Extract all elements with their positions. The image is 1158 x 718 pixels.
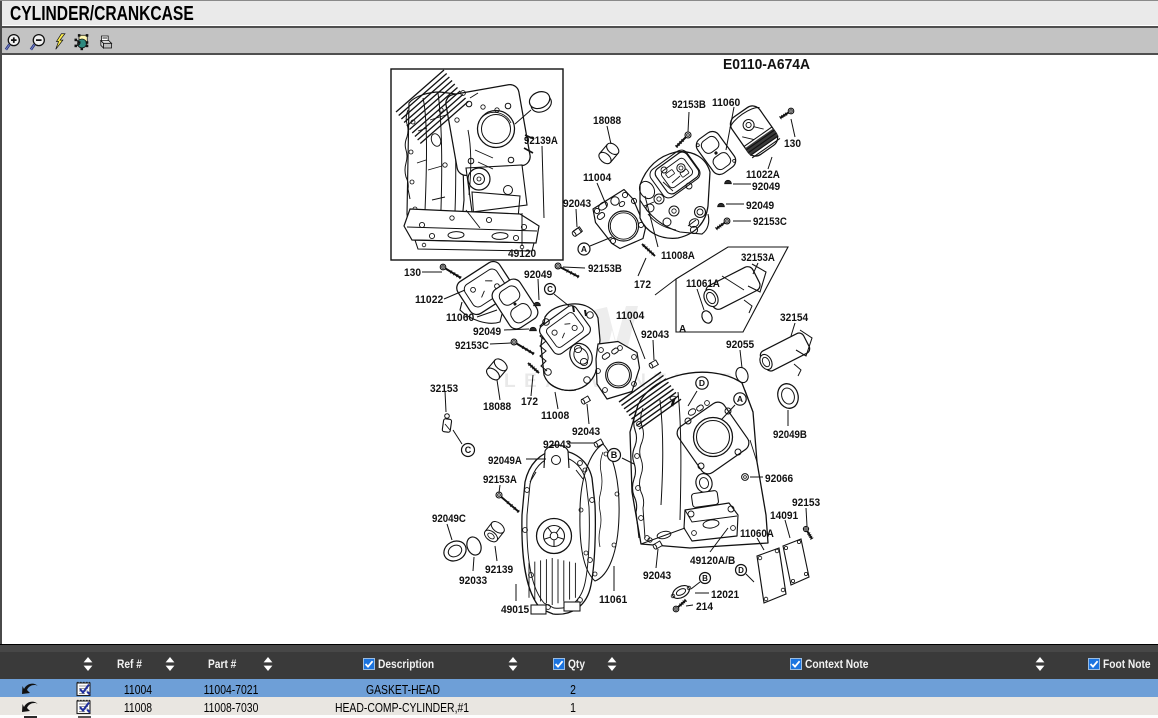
svg-text:A: A — [737, 394, 743, 404]
svg-text:18088: 18088 — [593, 115, 621, 127]
svg-text:D: D — [699, 378, 705, 388]
svg-text:B: B — [702, 574, 708, 583]
svg-text:C: C — [547, 285, 553, 294]
svg-text:D: D — [738, 566, 744, 575]
svg-text:A: A — [679, 324, 686, 335]
svg-text:11022: 11022 — [415, 294, 443, 306]
svg-text:92153B: 92153B — [588, 263, 622, 275]
svg-text:11004: 11004 — [583, 172, 612, 184]
svg-text:92049C: 92049C — [432, 513, 466, 525]
svg-text:92153C: 92153C — [455, 340, 489, 352]
svg-text:E0110-A674A: E0110-A674A — [723, 57, 811, 73]
svg-text:92153: 92153 — [792, 497, 820, 509]
svg-text:49120: 49120 — [508, 248, 536, 260]
svg-text:92049: 92049 — [752, 181, 780, 193]
svg-text:92033: 92033 — [459, 575, 487, 587]
svg-text:14091: 14091 — [770, 510, 798, 522]
svg-text:32154: 32154 — [780, 312, 809, 324]
svg-text:92066: 92066 — [765, 473, 793, 485]
svg-text:B: B — [611, 450, 618, 460]
svg-text:11008A: 11008A — [661, 250, 695, 262]
svg-text:92043: 92043 — [641, 329, 669, 341]
svg-text:11022A: 11022A — [746, 169, 780, 181]
svg-text:A: A — [581, 244, 587, 254]
svg-text:92153C: 92153C — [753, 216, 787, 228]
svg-text:11004: 11004 — [616, 310, 645, 322]
svg-text:92043: 92043 — [643, 570, 671, 582]
svg-text:92153A: 92153A — [483, 474, 517, 486]
svg-text:32153: 32153 — [430, 383, 458, 395]
svg-text:92139A: 92139A — [524, 135, 558, 147]
svg-text:12021: 12021 — [711, 589, 739, 601]
svg-text:92049A: 92049A — [488, 455, 522, 467]
svg-text:92043: 92043 — [563, 198, 591, 210]
svg-text:172: 172 — [521, 396, 538, 408]
svg-text:214: 214 — [696, 601, 714, 613]
svg-text:172: 172 — [634, 279, 651, 291]
svg-text:92049: 92049 — [746, 200, 774, 212]
svg-text:130: 130 — [404, 267, 421, 279]
svg-text:11060: 11060 — [446, 312, 474, 324]
svg-text:11008: 11008 — [541, 410, 569, 422]
svg-text:49015: 49015 — [501, 604, 529, 616]
svg-text:32153A: 32153A — [741, 252, 775, 264]
svg-text:92043: 92043 — [572, 426, 600, 438]
svg-text:C: C — [465, 445, 472, 455]
svg-text:92055: 92055 — [726, 339, 754, 351]
svg-text:11060: 11060 — [712, 97, 740, 109]
svg-text:92139: 92139 — [485, 564, 513, 576]
svg-text:92153B: 92153B — [672, 99, 706, 111]
svg-text:11061: 11061 — [599, 594, 627, 606]
svg-text:92049: 92049 — [473, 326, 501, 338]
svg-text:11060A: 11060A — [740, 528, 774, 540]
svg-text:92043: 92043 — [543, 439, 571, 451]
svg-text:92049B: 92049B — [773, 429, 807, 441]
svg-text:92049: 92049 — [524, 269, 552, 281]
svg-text:11061A: 11061A — [686, 278, 720, 290]
svg-text:49120A/B: 49120A/B — [690, 555, 735, 567]
svg-text:18088: 18088 — [483, 401, 511, 413]
svg-text:130: 130 — [784, 138, 801, 150]
